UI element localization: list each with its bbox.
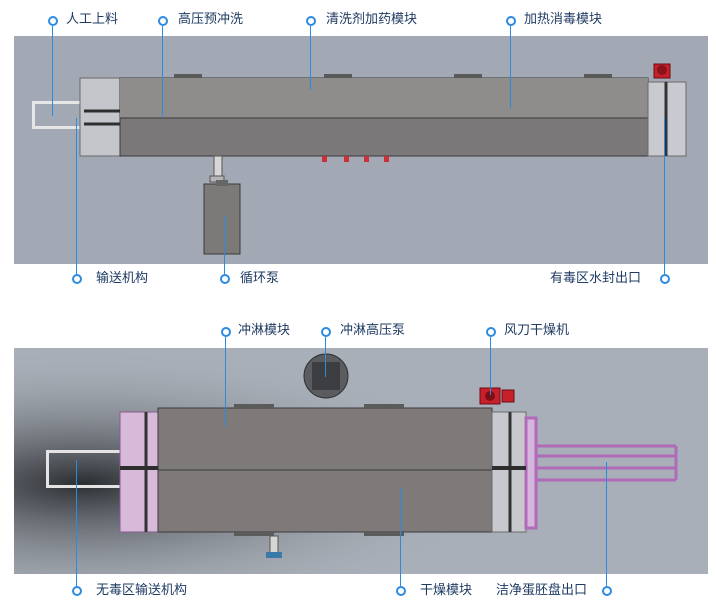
label-detergent-module: 清洗剂加药模块 (326, 12, 418, 27)
dot-conveyor (72, 274, 82, 284)
leader-dryer (490, 337, 491, 395)
dot-clean-tray-exit (602, 586, 612, 596)
leader-toxic-exit (664, 118, 665, 274)
label-toxic-exit: 有毒区水封出口 (550, 271, 642, 286)
top-pump-pipe (209, 155, 225, 183)
dot-circulation-pump (220, 274, 230, 284)
bottom-pipe (266, 535, 282, 558)
bottom-diagram-panel (14, 348, 708, 574)
dot-high-pressure-prewash (158, 16, 168, 26)
label-rinse-module: 冲淋模块 (238, 323, 291, 338)
top-left-frame (79, 77, 121, 157)
bottom-feed-conveyor (46, 450, 126, 488)
dot-toxic-exit (660, 274, 670, 284)
dot-drying-module (396, 586, 406, 596)
dot-manual-loading (48, 16, 58, 26)
dot-rinse-module (221, 327, 231, 337)
leader-high-pressure-prewash (162, 26, 163, 118)
label-rinse-pump: 冲淋高压泵 (340, 323, 406, 338)
leader-manual-loading (52, 26, 53, 116)
dot-rinse-pump (321, 327, 331, 337)
leader-rinse-module (225, 337, 226, 427)
top-main-body-upper (120, 78, 648, 118)
leader-conveyor (76, 118, 77, 274)
label-manual-loading: 人工上料 (66, 12, 119, 27)
leader-nontoxic-conveyor (76, 460, 77, 586)
label-dryer: 风刀干燥机 (504, 323, 570, 338)
top-feed-conveyor (32, 101, 92, 129)
bottom-rinse-pump (303, 353, 349, 399)
dot-nontoxic-conveyor (72, 586, 82, 596)
top-machine-drawing (32, 63, 687, 255)
label-conveyor: 输送机构 (96, 271, 149, 286)
leader-heating-module (510, 26, 511, 108)
label-nontoxic-conveyor: 无毒区输送机构 (96, 583, 188, 598)
top-diagram-panel (14, 36, 708, 264)
dot-dryer (486, 327, 496, 337)
leader-circulation-pump (224, 216, 225, 274)
bottom-left-frame (119, 411, 159, 533)
leader-detergent-module (310, 26, 311, 90)
leader-clean-tray-exit (606, 462, 607, 586)
label-high-pressure-prewash: 高压预冲洗 (178, 12, 244, 27)
leader-drying-module (400, 488, 401, 586)
top-motor (653, 63, 671, 79)
dot-heating-module (506, 16, 516, 26)
label-circulation-pump: 循环泵 (240, 271, 280, 286)
label-drying-module: 干燥模块 (420, 583, 473, 598)
bottom-machine-drawing (14, 348, 708, 574)
label-heating-module: 加热消毒模块 (524, 12, 603, 27)
top-pump-tank (203, 183, 241, 255)
dot-detergent-module (306, 16, 316, 26)
leader-rinse-pump (325, 337, 326, 377)
bottom-dryer-motor (479, 387, 515, 405)
label-clean-tray-exit: 洁净蛋胚盘出口 (496, 583, 588, 598)
